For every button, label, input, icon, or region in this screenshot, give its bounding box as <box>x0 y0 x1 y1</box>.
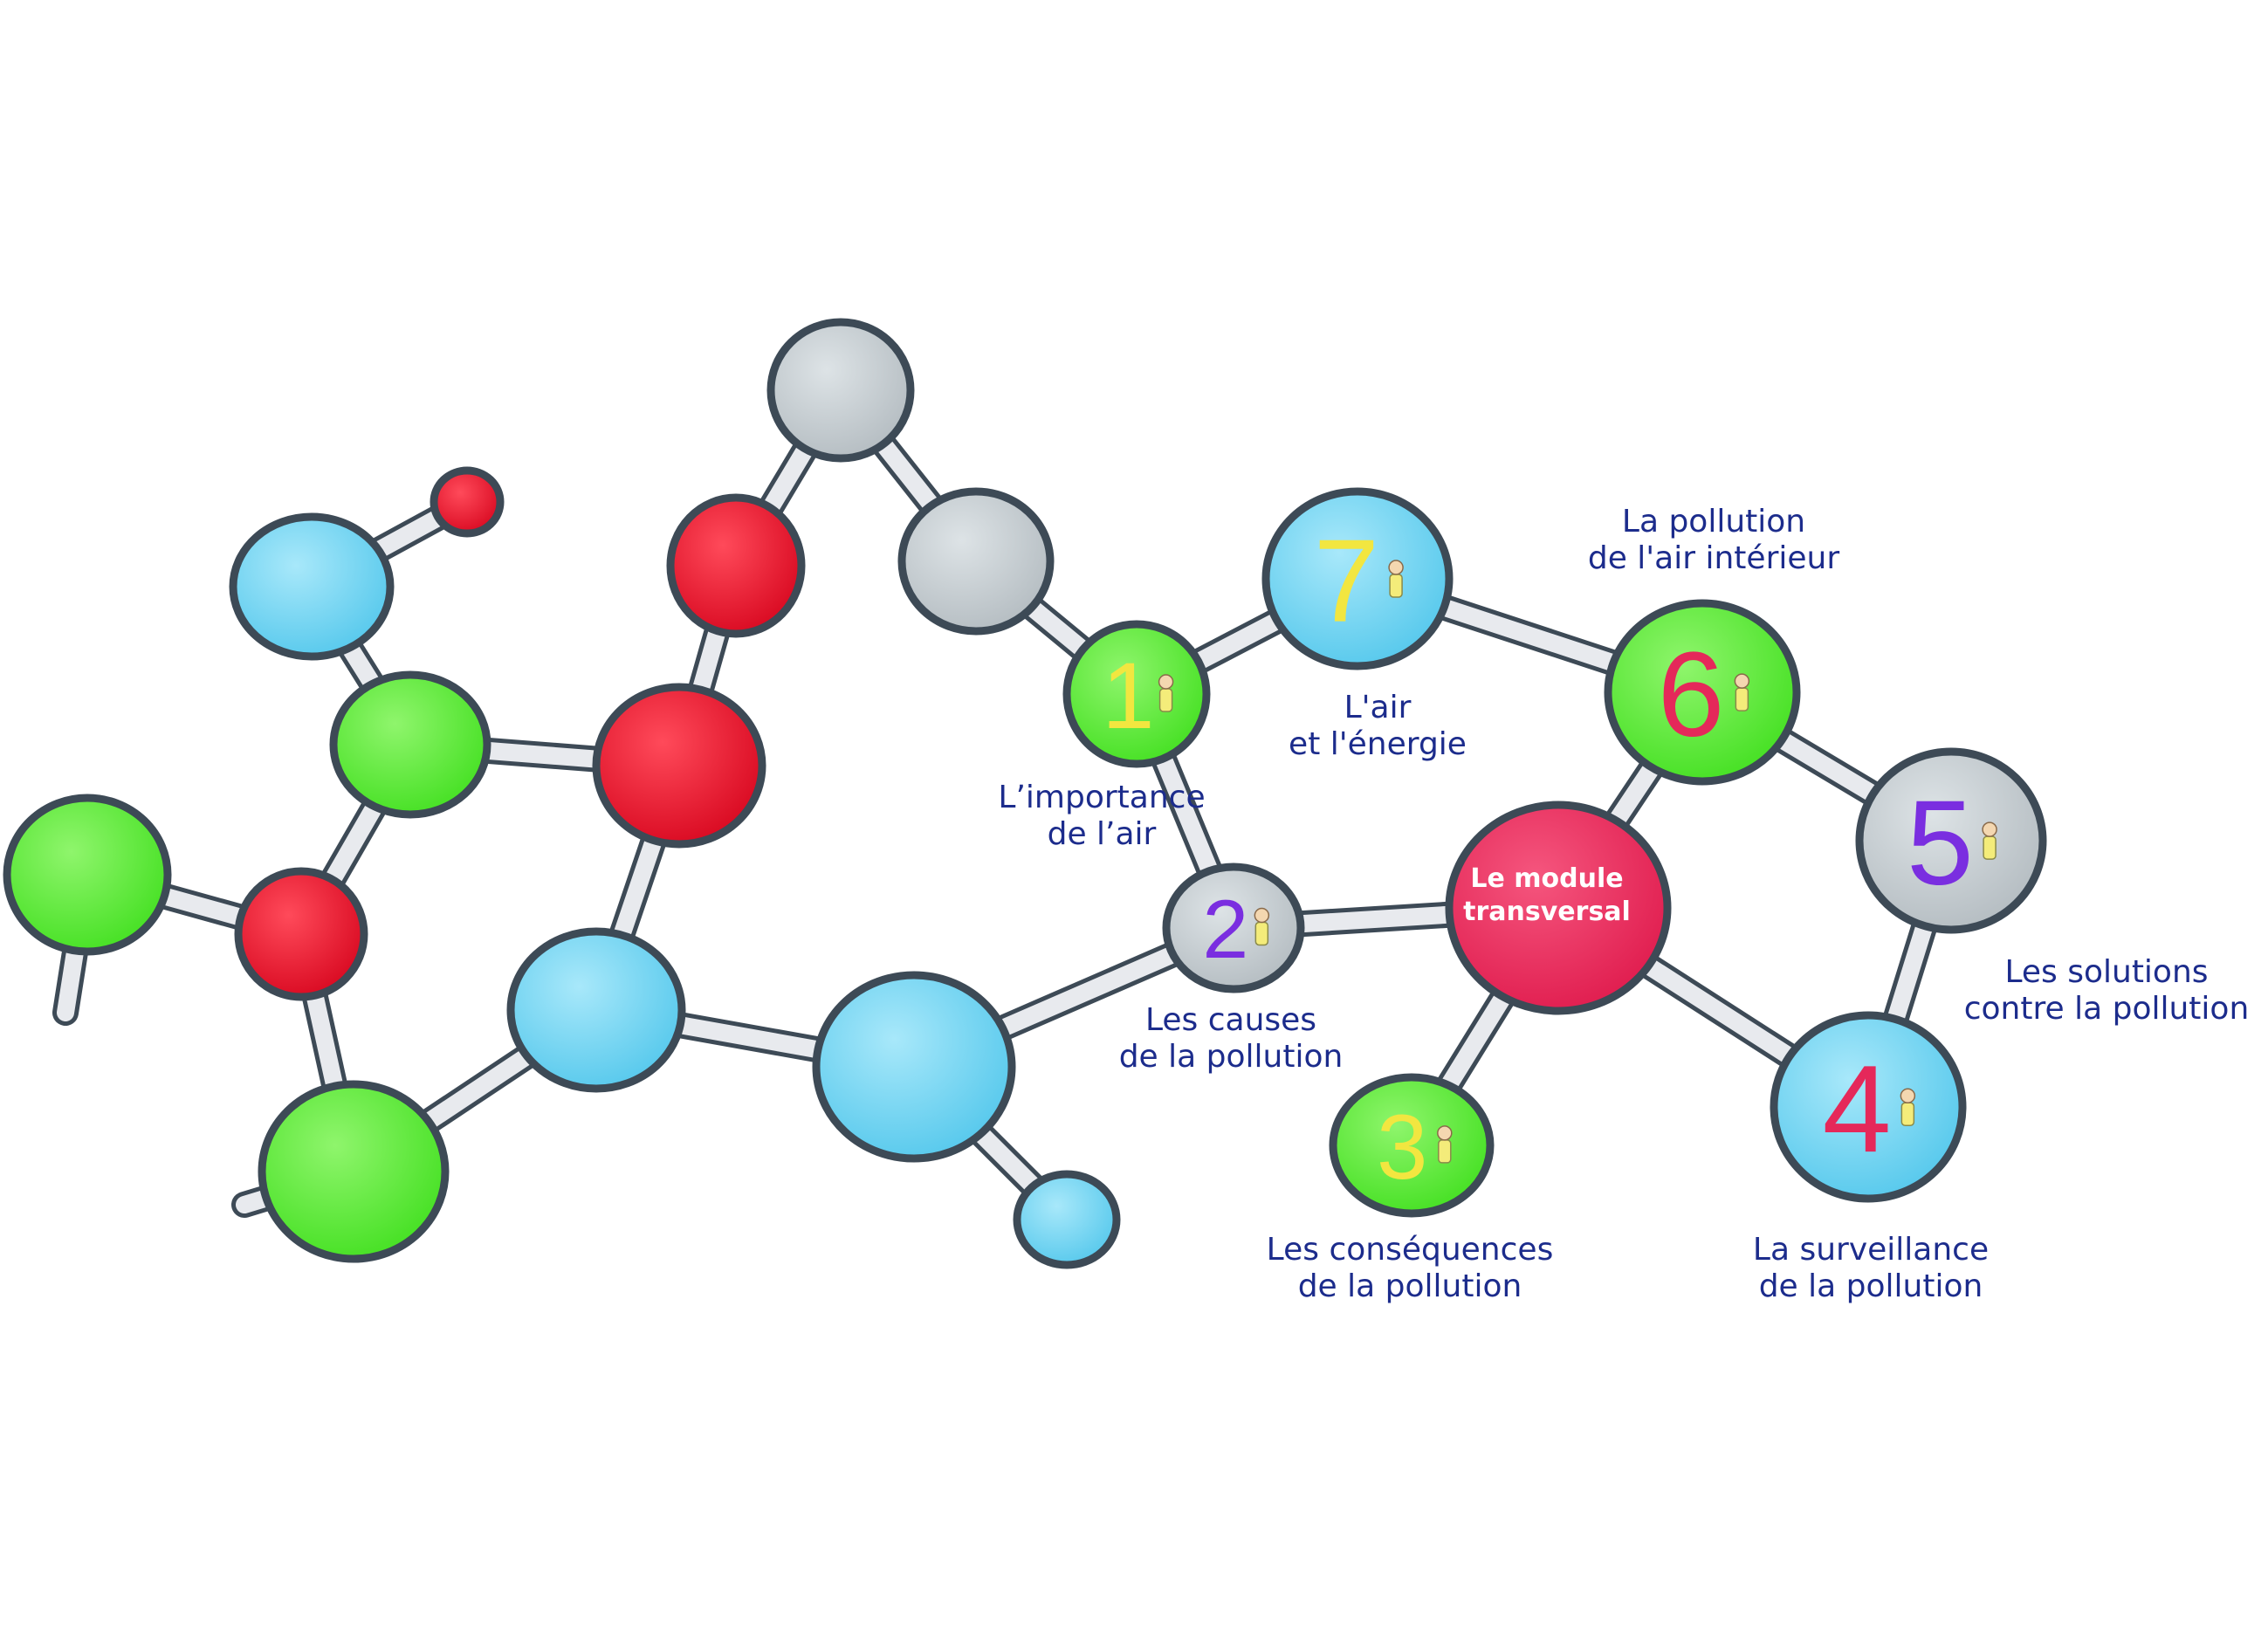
atom-red-big <box>592 683 766 849</box>
module-3-number: 3 <box>1377 1096 1427 1199</box>
module-1-number: 1 <box>1102 643 1154 748</box>
module-3-title-line1: Les conséquences <box>1266 1232 1554 1268</box>
atom-ball <box>1445 801 1672 1015</box>
atom-red-left <box>234 867 368 1001</box>
atom-green-mid <box>329 670 491 819</box>
atom-green-bottom <box>258 1080 450 1263</box>
module-3-atom[interactable]: 3 <box>1329 1073 1495 1218</box>
atom-ball <box>506 927 686 1093</box>
module-4-number: 4 <box>1823 1040 1892 1179</box>
module-7-title-line2: et l'énergie <box>1289 726 1467 762</box>
character-figure-icon <box>1388 560 1404 598</box>
module-4-atom[interactable]: 4 <box>1770 1011 1967 1203</box>
module-1-title-line1: L’importance <box>998 780 1206 815</box>
module-6-title: La pollution de l'air intérieur <box>1588 504 1839 577</box>
atom-ball <box>897 487 1055 636</box>
atom-blue-lower <box>812 971 1016 1163</box>
atom-ball <box>592 683 766 849</box>
module-6-number: 6 <box>1658 628 1725 762</box>
module-7-title-line1: L'air <box>1344 690 1412 725</box>
atom-blue-center <box>506 927 686 1093</box>
atom-ball <box>234 867 368 1001</box>
module-2-title-line1: Les causes <box>1144 1002 1317 1038</box>
module-4-title: La surveillance de la pollution <box>1753 1232 1989 1305</box>
atom-ball <box>1855 747 2047 934</box>
atom-grey-top <box>766 318 915 463</box>
atom-blue-tiny <box>1013 1170 1121 1269</box>
atom-ball <box>766 318 915 463</box>
module-7-atom[interactable]: 7 <box>1261 487 1454 670</box>
module-4-title-line2: de la pollution <box>1758 1268 1983 1304</box>
atom-blue-top <box>229 512 395 661</box>
module-5-title: Les solutions contre la pollution <box>1964 954 2250 1028</box>
atom-ball <box>229 512 395 661</box>
module-5-title-line1: Les solutions <box>2004 954 2209 990</box>
atom-ball <box>1162 863 1305 993</box>
module-1-title-line2: de l’air <box>1047 816 1157 852</box>
atom-green-left <box>3 794 172 956</box>
module-2-title: Les causes de la pollution <box>1119 1002 1344 1076</box>
atom-ball <box>1604 599 1801 786</box>
module-1-atom[interactable]: 1 <box>1062 620 1211 768</box>
module-6-title-line1: La pollution <box>1621 504 1806 540</box>
module-2-atom[interactable]: 2 <box>1162 863 1305 993</box>
module-6-atom[interactable]: 6 <box>1604 599 1801 786</box>
atom-ball <box>430 466 505 538</box>
atom-ball <box>1770 1011 1967 1203</box>
atom-ball <box>812 971 1016 1163</box>
module-5-title-line2: contre la pollution <box>1963 991 2250 1027</box>
character-figure-icon <box>1982 821 1997 860</box>
atom-grey-2 <box>897 487 1055 636</box>
character-figure-icon <box>1900 1088 1916 1126</box>
character-figure-icon <box>1734 673 1750 711</box>
module-3-title: Les conséquences de la pollution <box>1267 1232 1554 1305</box>
transversal-module-atom[interactable] <box>1445 801 1672 1015</box>
atom-ball <box>666 493 806 638</box>
transversal-line2: transversal <box>1463 897 1631 927</box>
module-7-number: 7 <box>1314 515 1379 647</box>
atom-ball <box>329 670 491 819</box>
atoms: 1 7 6 54 2 3 <box>3 318 2047 1269</box>
character-figure-icon <box>1254 907 1270 946</box>
module-6-title-line2: de l'air intérieur <box>1587 540 1840 576</box>
atom-ball <box>1261 487 1454 670</box>
module-2-number: 2 <box>1202 883 1248 976</box>
character-figure-icon <box>1437 1125 1453 1164</box>
character-figure-icon <box>1158 674 1174 712</box>
module-7-title: L'air et l'énergie <box>1289 690 1467 763</box>
module-5-atom[interactable]: 5 <box>1855 747 2047 934</box>
atom-red-small <box>430 466 505 538</box>
atom-ball <box>1329 1073 1495 1218</box>
module-5-number: 5 <box>1907 776 1974 911</box>
module-1-title: L’importance de l’air <box>998 780 1205 853</box>
atom-red-top <box>666 493 806 638</box>
module-4-title-line1: La surveillance <box>1752 1232 1990 1268</box>
module-2-title-line2: de la pollution <box>1118 1039 1344 1075</box>
transversal-line1: Le module <box>1470 863 1624 894</box>
atom-ball <box>1062 620 1211 768</box>
transversal-module-label[interactable]: Le module transversal <box>1463 863 1631 929</box>
atom-ball <box>3 794 172 956</box>
atom-ball <box>258 1080 450 1263</box>
atom-ball <box>1013 1170 1121 1269</box>
module-3-title-line2: de la pollution <box>1297 1268 1522 1304</box>
